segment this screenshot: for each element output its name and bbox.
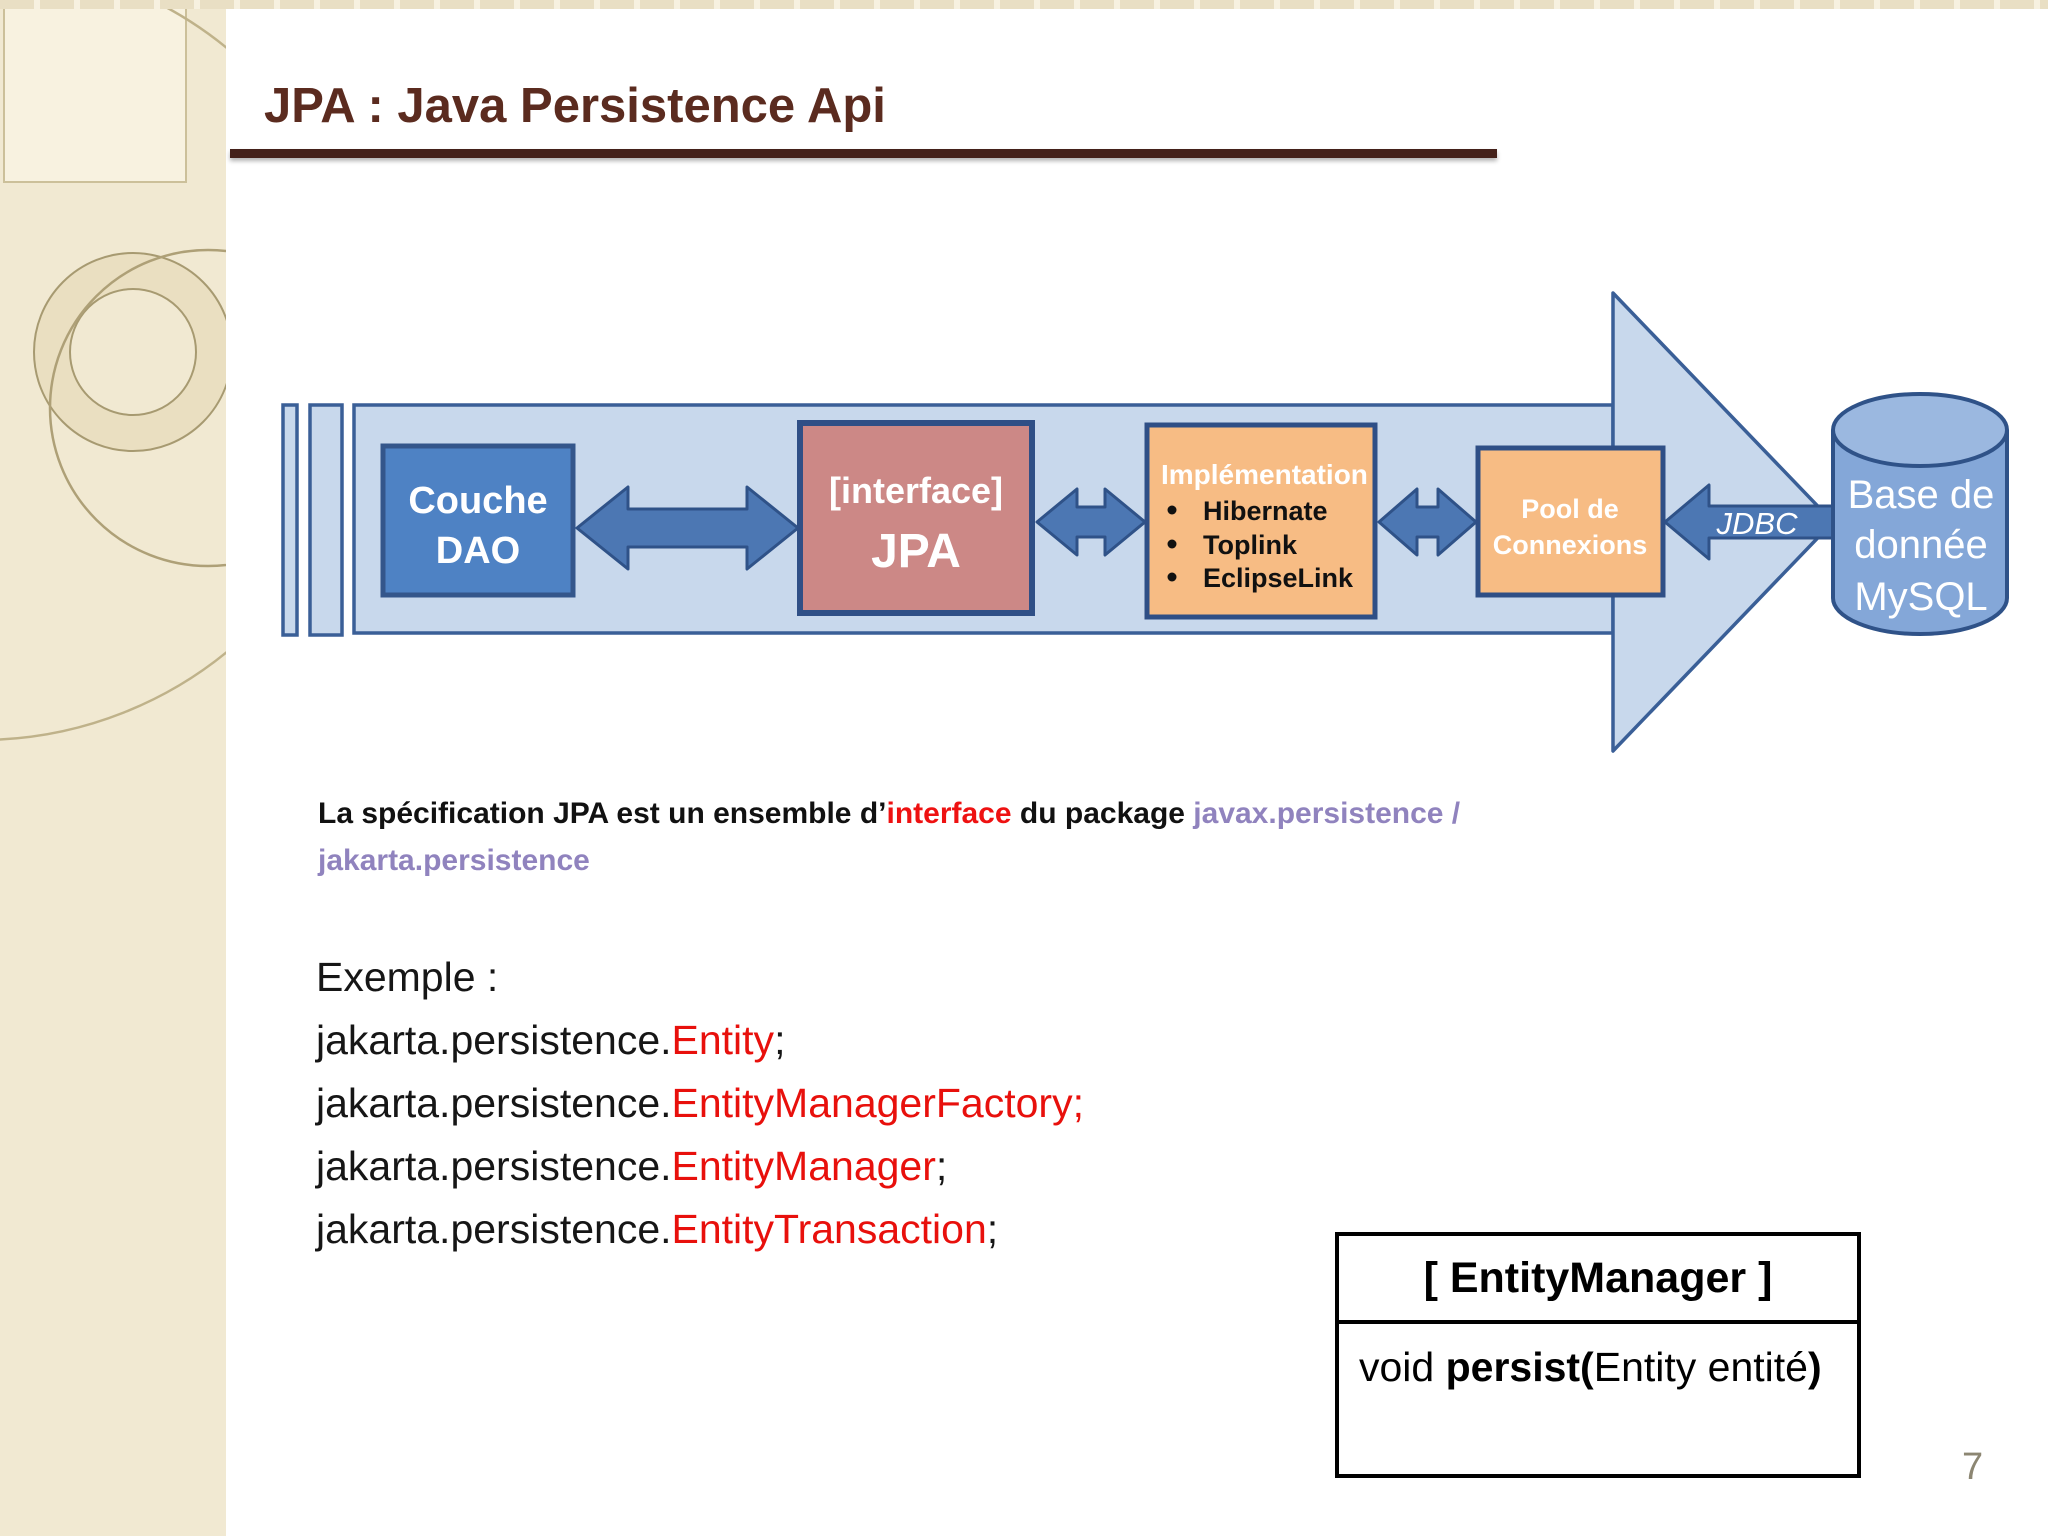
- code-prefix: jakarta.persistence.: [316, 1017, 672, 1063]
- dao-box: Couche DAO: [380, 443, 576, 598]
- bullet-dot-2: [1167, 539, 1177, 549]
- jdbc-label: JDBC: [1716, 506, 1799, 541]
- code-suffix: ;: [986, 1206, 999, 1252]
- uml-method-close: ): [1807, 1344, 1822, 1390]
- mysql-database-cylinder: Base de donnée MySQL: [1831, 392, 2009, 636]
- implementation-bullet-1: Hibernate: [1203, 496, 1328, 526]
- page-title: JPA : Java Persistence Api: [264, 79, 886, 133]
- example-label: Exemple :: [316, 954, 499, 1000]
- implementation-header: Implémentation: [1161, 459, 1368, 490]
- title-underline: [230, 149, 1497, 158]
- code-prefix: jakarta.persistence.: [316, 1080, 672, 1126]
- dao-label-line1: Couche: [408, 480, 547, 522]
- intro-paragraph: La spécification JPA est un ensemble d’i…: [318, 790, 1718, 884]
- thin-overlap-circle: [48, 248, 226, 568]
- entitymanager-uml-box: [ EntityManager ] void persist(Entity en…: [1335, 1232, 1861, 1478]
- cylinder-body: [1831, 430, 2009, 636]
- pool-label-line2: Connexions: [1493, 530, 1648, 560]
- pool-label-line1: Pool de: [1521, 494, 1619, 524]
- uml-method-row: void persist(Entity entité): [1339, 1324, 1857, 1391]
- intro-text-red: interface: [886, 797, 1012, 830]
- pool-box: Pool de Connexions: [1475, 445, 1666, 598]
- uml-method-args: Entity entité: [1593, 1344, 1808, 1390]
- code-class: Entity: [671, 1017, 775, 1063]
- pool-box-rect: [1475, 445, 1666, 598]
- bullet-dot-3: [1167, 572, 1177, 582]
- implementation-box: Implémentation Hibernate Toplink Eclipse…: [1144, 422, 1378, 620]
- intro-text-black2: du package: [1011, 797, 1194, 830]
- db-label-line2: donnée: [1854, 523, 1987, 567]
- top-border-pattern: [0, 0, 2048, 9]
- example-line: jakarta.persistence.Entity;: [316, 1009, 1416, 1072]
- example-block: Exemple : jakarta.persistence.Entity; ja…: [316, 946, 1416, 1261]
- accent-bar-1: [281, 403, 299, 637]
- uml-method-name: persist(: [1445, 1344, 1594, 1390]
- sidebar-top-rect: [3, 5, 187, 183]
- example-line: jakarta.persistence.EntityManager;: [316, 1135, 1416, 1198]
- code-class: EntityManagerFactory: [671, 1080, 1073, 1126]
- intro-text-purple1: javax.persistence /: [1193, 797, 1461, 830]
- jpa-label-line1: [interface]: [829, 470, 1003, 511]
- db-label-line3: MySQL: [1854, 575, 1987, 619]
- bullet-dot-1: [1167, 505, 1177, 515]
- jpa-box-rect: [797, 420, 1035, 616]
- code-suffix: ;: [1072, 1080, 1084, 1126]
- code-suffix: ;: [935, 1143, 948, 1189]
- code-suffix: ;: [774, 1017, 786, 1063]
- code-prefix: jakarta.persistence.: [316, 1143, 672, 1189]
- implementation-box-rect: [1144, 422, 1378, 620]
- code-class: EntityTransaction: [671, 1206, 987, 1252]
- ring-inner-circle: [69, 288, 197, 416]
- jpa-label-line2: JPA: [871, 525, 961, 578]
- jpa-box: [interface] JPA: [797, 420, 1035, 616]
- dao-box-rect: [380, 443, 576, 598]
- example-line: jakarta.persistence.EntityManagerFactory…: [316, 1072, 1416, 1135]
- accent-bar-2: [308, 403, 344, 637]
- example-line: jakarta.persistence.EntityTransaction;: [316, 1198, 1416, 1261]
- implementation-bullet-3: EclipseLink: [1203, 563, 1354, 593]
- sidebar-decoration: [0, 0, 226, 1536]
- uml-method-void: void: [1359, 1344, 1446, 1390]
- code-class: EntityManager: [671, 1143, 936, 1189]
- cylinder-top: [1831, 392, 2009, 468]
- intro-text-purple2: jakarta.persistence: [318, 844, 590, 877]
- sidebar-circles-graphic: [0, 0, 226, 741]
- db-label-line1: Base de: [1848, 473, 1995, 517]
- code-prefix: jakarta.persistence.: [316, 1206, 672, 1252]
- intro-text-black1: La spécification JPA est un ensemble d’: [318, 797, 887, 830]
- page-number: 7: [1962, 1446, 1984, 1488]
- implementation-bullet-2: Toplink: [1203, 530, 1298, 560]
- dao-label-line2: DAO: [436, 530, 520, 572]
- uml-header: [ EntityManager ]: [1339, 1236, 1857, 1324]
